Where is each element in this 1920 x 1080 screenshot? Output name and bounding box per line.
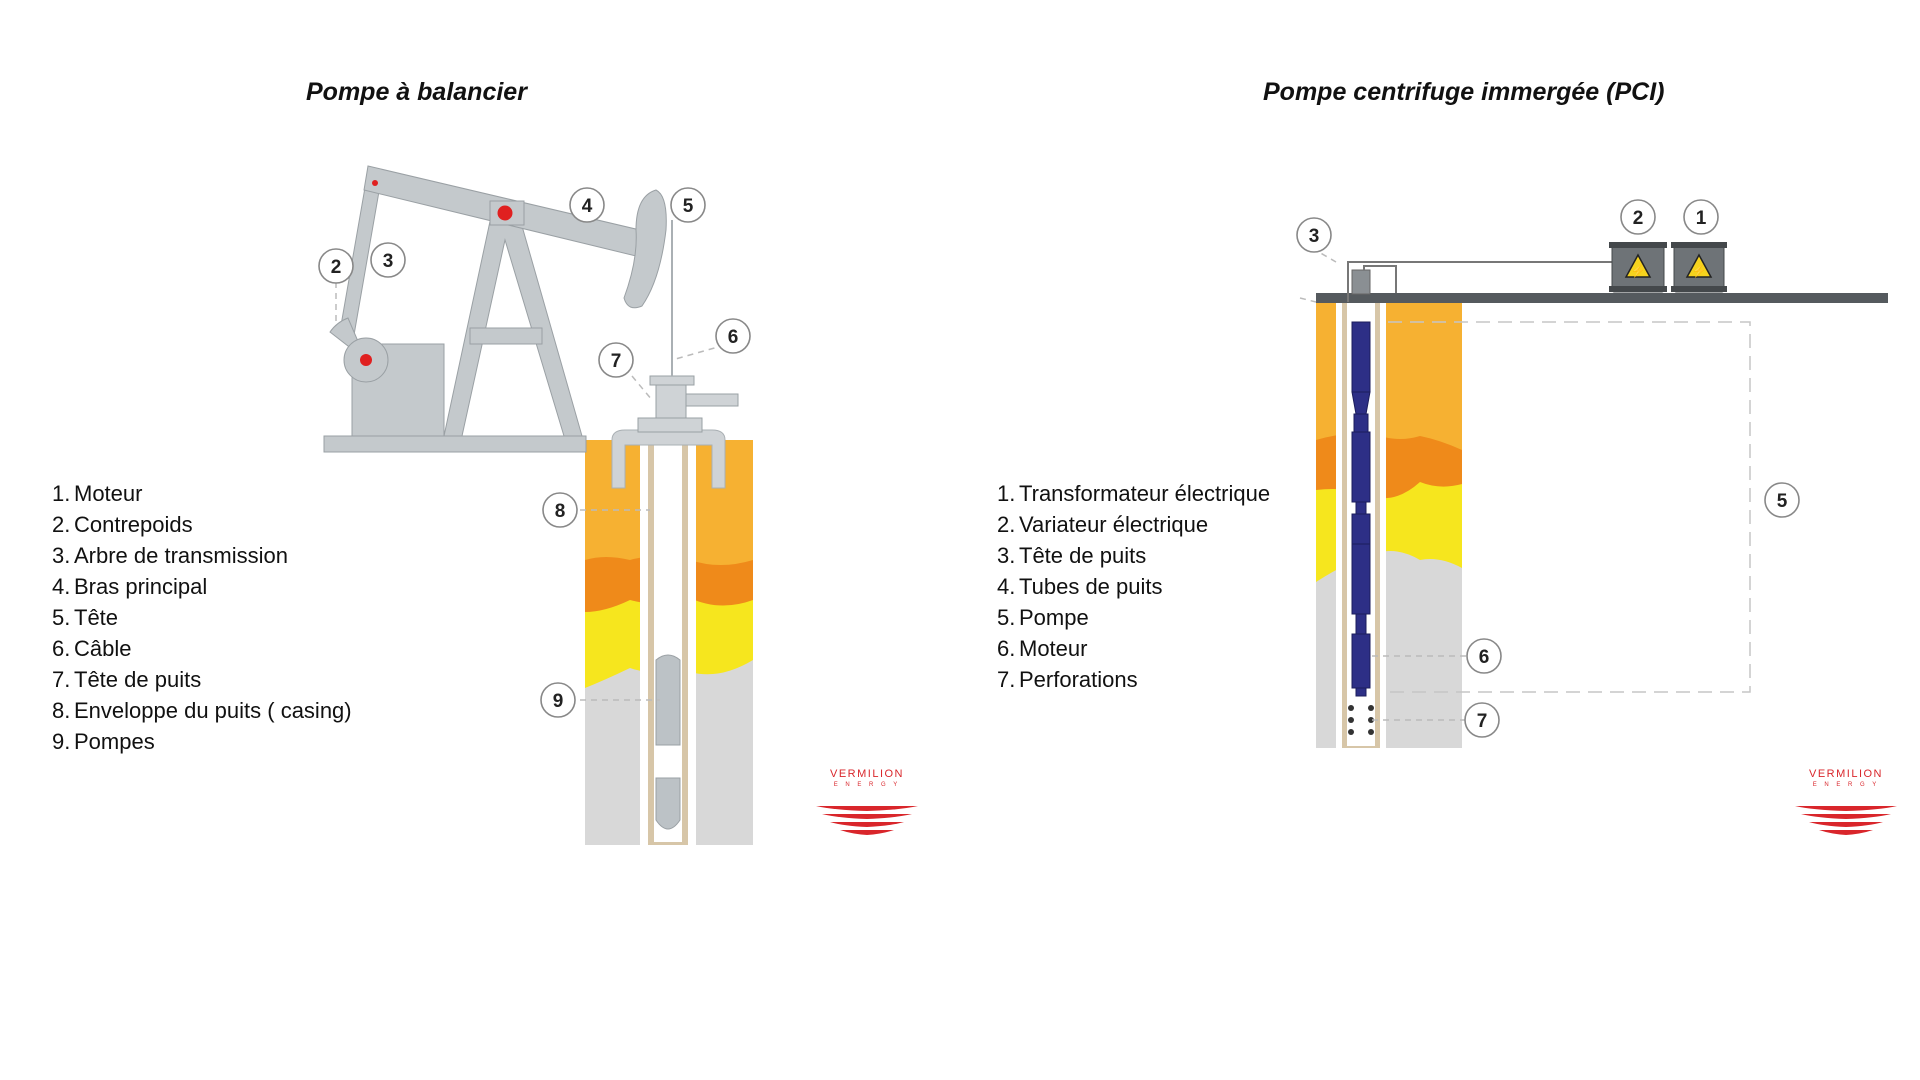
callout-9: 9 xyxy=(540,682,576,718)
svg-text:9: 9 xyxy=(553,691,564,712)
left-legend: 1.Moteur 2.Contrepoids 3.Arbre de transm… xyxy=(52,478,352,757)
svg-text:4: 4 xyxy=(582,196,593,217)
svg-text:3: 3 xyxy=(383,251,394,272)
vermilion-logo-right: VERMILION E N E R G Y xyxy=(1795,768,1897,835)
base-frame xyxy=(323,435,587,453)
callout-8: 8 xyxy=(542,492,578,528)
svg-text:3: 3 xyxy=(1309,226,1320,247)
pump-jack-diagram: 2 3 4 5 6 7 8 9 xyxy=(318,165,753,845)
legend-item: 1.Transformateur électrique xyxy=(997,481,1271,506)
svg-text:5: 5 xyxy=(1777,491,1788,512)
callout-3: 3 xyxy=(370,242,406,278)
esp-diagram: ⚡ ⚡ 1 2 3 xyxy=(1296,199,1888,748)
callout-1: 1 xyxy=(1683,199,1719,235)
svg-text:E N E R G Y: E N E R G Y xyxy=(1813,782,1880,788)
callout-7: 7 xyxy=(1464,702,1500,738)
legend-item: 2.Contrepoids xyxy=(52,512,193,537)
legend-item: 8.Enveloppe du puits ( casing) xyxy=(52,698,352,723)
legend-item: 6.Moteur xyxy=(997,636,1088,661)
horse-head xyxy=(623,189,667,309)
legend-item: 6.Câble xyxy=(52,636,132,661)
svg-text:VERMILION: VERMILION xyxy=(830,768,904,780)
svg-text:⚡: ⚡ xyxy=(1631,264,1646,278)
legend-item: 9.Pompes xyxy=(52,729,155,754)
callout-6: 6 xyxy=(1466,638,1502,674)
downhole-pump-lower xyxy=(655,777,681,830)
svg-text:1: 1 xyxy=(1696,208,1707,229)
svg-text:7: 7 xyxy=(611,351,622,372)
svg-text:5: 5 xyxy=(683,196,694,217)
right-legend: 1.Transformateur électrique 2.Variateur … xyxy=(997,478,1270,695)
callout-6: 6 xyxy=(715,318,751,354)
svg-text:E N E R G Y: E N E R G Y xyxy=(834,782,901,788)
svg-text:7: 7 xyxy=(1477,711,1488,732)
svg-text:⚡: ⚡ xyxy=(1692,264,1707,278)
svg-text:8: 8 xyxy=(555,501,566,522)
electrical-transformer: ⚡ xyxy=(1671,242,1727,293)
ground-surface xyxy=(1316,293,1888,303)
legend-item: 5.Tête xyxy=(52,605,119,630)
legend-item: 3.Tête de puits xyxy=(997,543,1147,568)
legend-item: 7.Tête de puits xyxy=(52,667,202,692)
legend-item: 5.Pompe xyxy=(997,605,1089,630)
callout-7: 7 xyxy=(598,342,634,378)
warning-icon xyxy=(1685,253,1713,278)
callout-3: 3 xyxy=(1296,217,1332,253)
svg-text:2: 2 xyxy=(331,257,342,278)
callout-4: 4 xyxy=(569,187,605,223)
callout-2: 2 xyxy=(318,248,354,284)
downhole-pump xyxy=(655,654,681,746)
legend-item: 7.Perforations xyxy=(997,667,1138,692)
legend-item: 1.Moteur xyxy=(52,481,143,506)
legend-item: 3.Arbre de transmission xyxy=(52,543,288,568)
variable-speed-drive: ⚡ xyxy=(1609,242,1667,293)
esp-pump-string xyxy=(1351,321,1371,697)
wellhead xyxy=(655,384,687,419)
legend-item: 4.Tubes de puits xyxy=(997,574,1163,599)
legend-item: 4.Bras principal xyxy=(52,574,208,599)
perforations xyxy=(1348,705,1374,735)
svg-text:VERMILION: VERMILION xyxy=(1809,768,1883,780)
callout-5: 5 xyxy=(1764,482,1800,518)
svg-text:6: 6 xyxy=(1479,647,1490,668)
legend-item: 2.Variateur électrique xyxy=(997,512,1209,537)
svg-text:6: 6 xyxy=(728,327,739,348)
callout-5: 5 xyxy=(670,187,706,223)
right-title: Pompe centrifuge immergée (PCI) xyxy=(1263,78,1665,106)
esp-motor xyxy=(1351,633,1371,689)
left-title: Pompe à balancier xyxy=(306,78,527,106)
vermilion-logo-left: VERMILION E N E R G Y xyxy=(816,768,918,835)
wellhead-flange xyxy=(637,417,703,433)
svg-text:2: 2 xyxy=(1633,208,1644,229)
power-cable xyxy=(1347,261,1612,302)
bearing-dot xyxy=(497,205,513,221)
esp-wellhead xyxy=(1351,269,1371,295)
callout-2: 2 xyxy=(1620,199,1656,235)
warning-icon xyxy=(1624,253,1652,278)
samson-post xyxy=(443,211,583,437)
